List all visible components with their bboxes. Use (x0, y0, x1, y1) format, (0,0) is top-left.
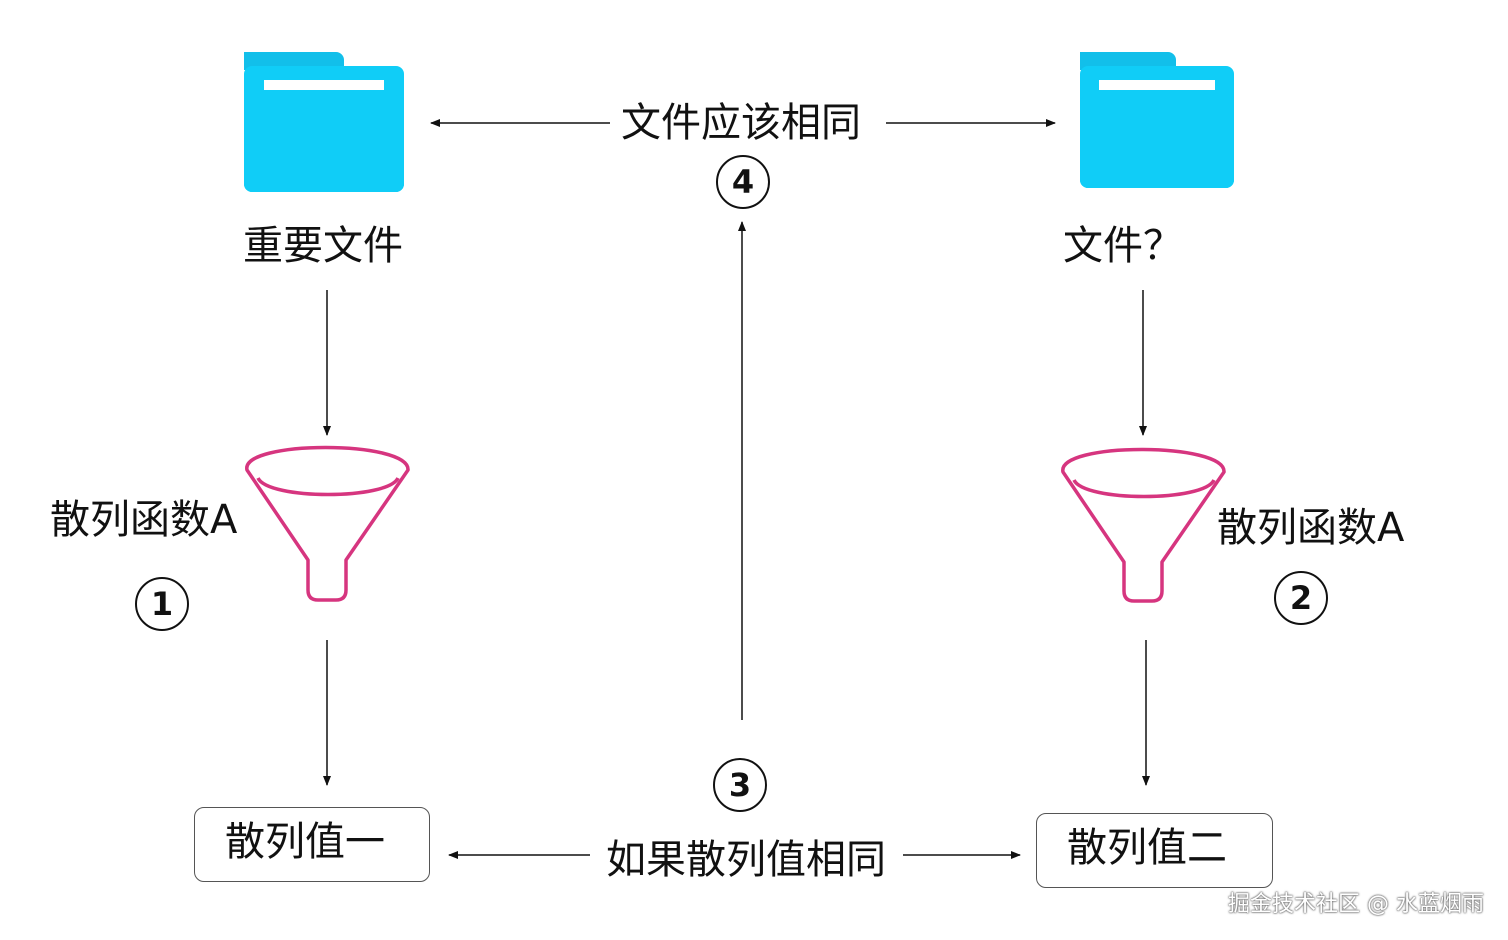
hash-value-two-label: 散列值二 (1067, 825, 1227, 871)
label-hash-function-right: 散列函数A (1217, 505, 1405, 551)
folder-icon (1080, 52, 1234, 188)
hash-value-one-box: 散列值一 (194, 807, 430, 882)
step-badge-3: 3 (713, 758, 767, 812)
step-badge-1: 1 (135, 577, 189, 631)
step-badge-4: 4 (716, 155, 770, 209)
label-hash-function-left: 散列函数A (50, 497, 238, 543)
label-if-hash-equal: 如果散列值相同 (606, 837, 886, 883)
hash-value-two-box: 散列值二 (1036, 813, 1273, 888)
folder-icon (244, 52, 404, 192)
label-unknown-file: 文件？ (1063, 223, 1183, 269)
label-important-file: 重要文件 (243, 223, 403, 269)
step-badge-2: 2 (1274, 571, 1328, 625)
funnel-icon (245, 445, 410, 602)
hash-value-one-label: 散列值一 (225, 819, 385, 865)
watermark: 掘金技术社区 @ 水蓝烟雨 (1228, 892, 1484, 917)
funnel-icon (1061, 447, 1226, 603)
label-files-should-match: 文件应该相同 (621, 100, 861, 146)
